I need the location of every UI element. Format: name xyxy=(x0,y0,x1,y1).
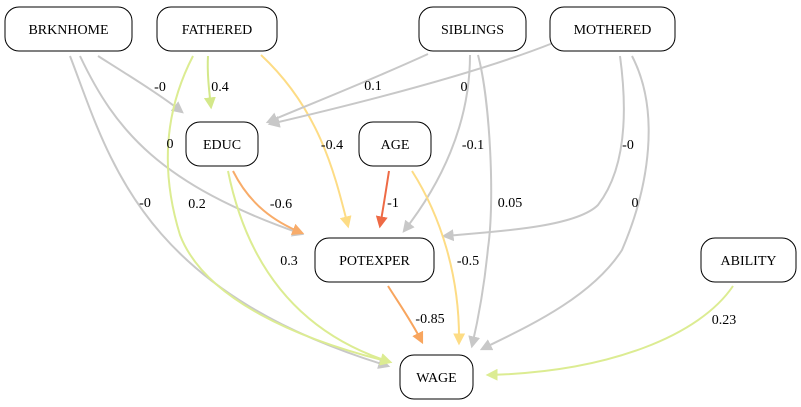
edge-mothered-to-educ xyxy=(267,42,554,128)
node-label: MOTHERED xyxy=(574,23,652,38)
edge-educ-to-wage xyxy=(227,170,393,365)
edge-fathered-to-potexper xyxy=(260,54,352,229)
node-fathered: FATHERED xyxy=(156,6,278,52)
node-wage: WAGE xyxy=(399,354,474,400)
edge-siblings-to-educ xyxy=(265,53,429,124)
edge-fathered-to-educ xyxy=(203,55,216,110)
edge-weight-fathered-to-wage: 0 xyxy=(167,137,174,152)
edge-weight-mothered-to-potexper: -0 xyxy=(622,138,634,153)
node-label: EDUC xyxy=(203,138,241,153)
edge-age-to-potexper xyxy=(375,170,390,229)
node-age: AGE xyxy=(358,121,432,167)
node-label: WAGE xyxy=(416,371,456,386)
edge-weight-brknhome-to-potexper: 0.2 xyxy=(188,197,206,212)
node-box xyxy=(358,121,432,167)
edge-weight-siblings-to-educ: 0.1 xyxy=(364,79,382,94)
node-label: BRKNHOME xyxy=(28,23,108,38)
edge-weight-educ-to-wage: 0.3 xyxy=(280,254,298,269)
edge-mothered-to-potexper xyxy=(441,55,625,242)
edge-educ-to-potexper xyxy=(232,170,305,235)
edge-weight-mothered-to-wage: 0 xyxy=(632,196,639,211)
node-label: FATHERED xyxy=(182,23,253,38)
edge-weight-age-to-wage: -0.5 xyxy=(457,254,479,269)
node-box xyxy=(700,237,797,283)
node-label: ABILITY xyxy=(721,254,777,269)
edge-brknhome-to-potexper xyxy=(79,55,305,237)
edge-mothered-to-wage xyxy=(479,55,650,351)
edge-weight-educ-to-potexper: -0.6 xyxy=(270,197,292,212)
node-label: POTEXPER xyxy=(339,254,410,269)
node-siblings: SIBLINGS xyxy=(418,6,527,52)
edge-weight-siblings-to-potexper: -0.1 xyxy=(462,138,484,153)
edge-weight-fathered-to-educ: 0.4 xyxy=(211,80,229,95)
node-box xyxy=(418,6,527,52)
edge-siblings-to-wage xyxy=(468,54,493,349)
edge-brknhome-to-educ xyxy=(97,55,184,114)
nodes-layer: BRKNHOME FATHERED SIBLINGS MOTHERED EDUC AGE P… xyxy=(4,6,797,400)
edge-brknhome-to-wage xyxy=(69,55,391,369)
edge-potexper-to-wage xyxy=(387,285,424,345)
edge-siblings-to-potexper xyxy=(402,54,471,233)
node-box xyxy=(399,354,474,400)
edge-age-to-wage xyxy=(411,170,466,346)
edge-ability-to-wage xyxy=(485,285,734,381)
edge-labels-layer: -0 0.2 -0 0.4 -0.4 0 0.1 -0.1 0.05 0 -0 0 -0.6 0.3 -1 -… xyxy=(139,79,736,328)
node-label: AGE xyxy=(381,138,410,153)
node-mothered: MOTHERED xyxy=(549,6,676,52)
node-box xyxy=(314,237,435,283)
edges-layer xyxy=(69,42,734,381)
node-potexper: POTEXPER xyxy=(314,237,435,283)
edge-weight-mothered-to-educ: 0 xyxy=(461,80,468,95)
node-box xyxy=(185,121,259,167)
edge-weight-brknhome-to-wage: -0 xyxy=(139,196,151,211)
edge-weight-potexper-to-wage: -0.85 xyxy=(415,312,444,327)
node-box xyxy=(549,6,676,52)
node-label: SIBLINGS xyxy=(441,23,504,38)
edge-weight-siblings-to-wage: 0.05 xyxy=(498,196,523,211)
edge-weight-ability-to-wage: 0.23 xyxy=(712,313,737,328)
node-brknhome: BRKNHOME xyxy=(4,6,133,52)
node-box xyxy=(156,6,278,52)
edge-weight-age-to-potexper: -1 xyxy=(387,196,399,211)
node-educ: EDUC xyxy=(185,121,259,167)
node-box xyxy=(4,6,133,52)
node-ability: ABILITY xyxy=(700,237,797,283)
edge-weight-fathered-to-potexper: -0.4 xyxy=(321,138,343,153)
edge-fathered-to-wage xyxy=(166,55,393,366)
edge-weight-brknhome-to-educ: -0 xyxy=(154,80,166,95)
